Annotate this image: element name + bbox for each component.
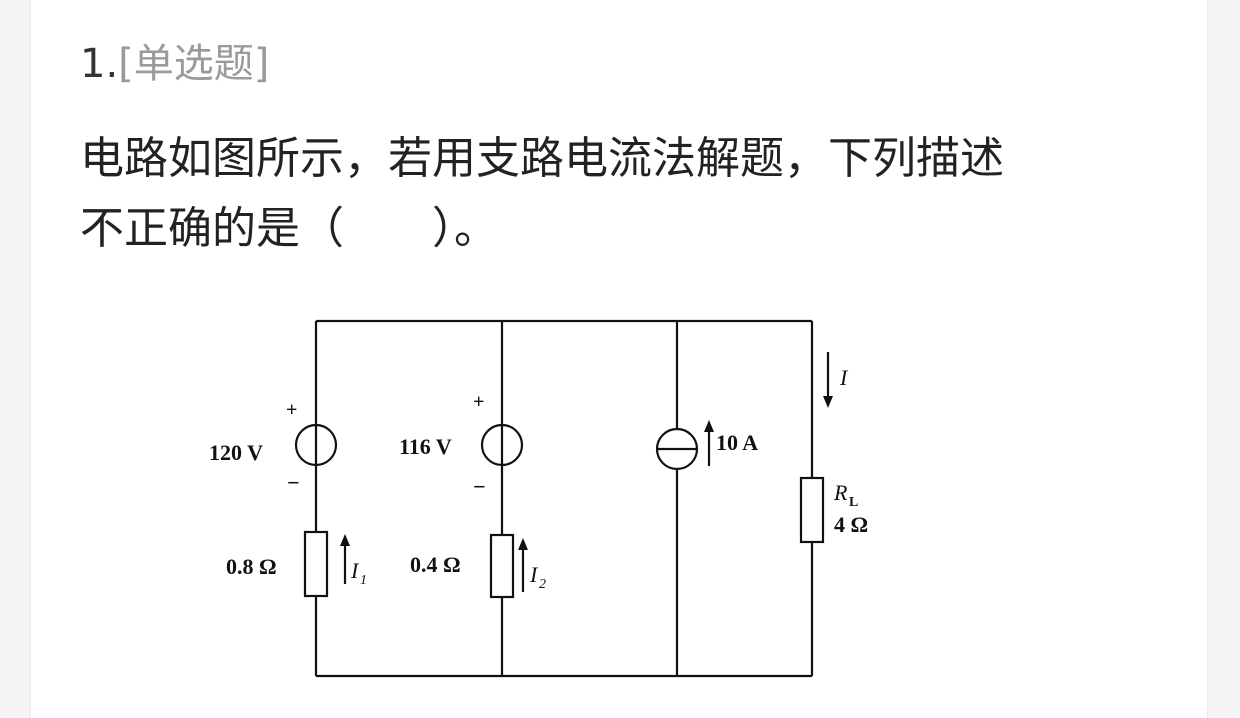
i2-arrowhead-icon [518,538,528,550]
v1-minus-sign: − [287,470,300,495]
r1-label: 0.8 Ω [226,554,277,579]
i1-subscript: 1 [360,573,367,588]
resistor-1 [303,530,329,598]
question-stem: 电路如图所示，若用支路电流法解题，下列描述 不正确的是（ ）。 [80,124,1160,264]
question-header: 1.[单选题] [80,36,269,92]
source-arrowhead-icon [704,420,714,432]
question-stem-line-1: 电路如图所示，若用支路电流法解题，下列描述 [80,133,1004,184]
question-type-tag: [单选题] [118,41,270,87]
v2-label: 116 V [399,434,452,459]
load-arrowhead-icon [823,396,833,408]
load-resistor-subscript: L [849,495,858,510]
i1-label: I [350,558,360,583]
question-number: 1. [80,41,119,87]
i2-subscript: 2 [539,577,546,592]
load-current-label: I [839,365,849,390]
question-card [30,0,1208,718]
load-resistor-label: R [833,480,848,505]
load-resistor-value: 4 Ω [834,512,868,537]
v1-label: 120 V [209,440,263,465]
i1-arrowhead-icon [340,534,350,546]
resistor-2 [489,533,515,599]
i2-label: I [529,562,539,587]
v2-minus-sign: − [473,474,486,499]
question-stem-line-2: 不正确的是（ ）。 [80,203,498,254]
v2-plus-sign: + [473,391,484,413]
circuit-diagram: + 120 V − + 116 V − 0.8 Ω 0.4 Ω I 1 I 2 … [209,319,868,678]
v1-plus-sign: + [286,399,297,421]
current-source-label: 10 A [716,430,758,455]
r2-label: 0.4 Ω [410,552,461,577]
load-resistor [799,476,825,544]
